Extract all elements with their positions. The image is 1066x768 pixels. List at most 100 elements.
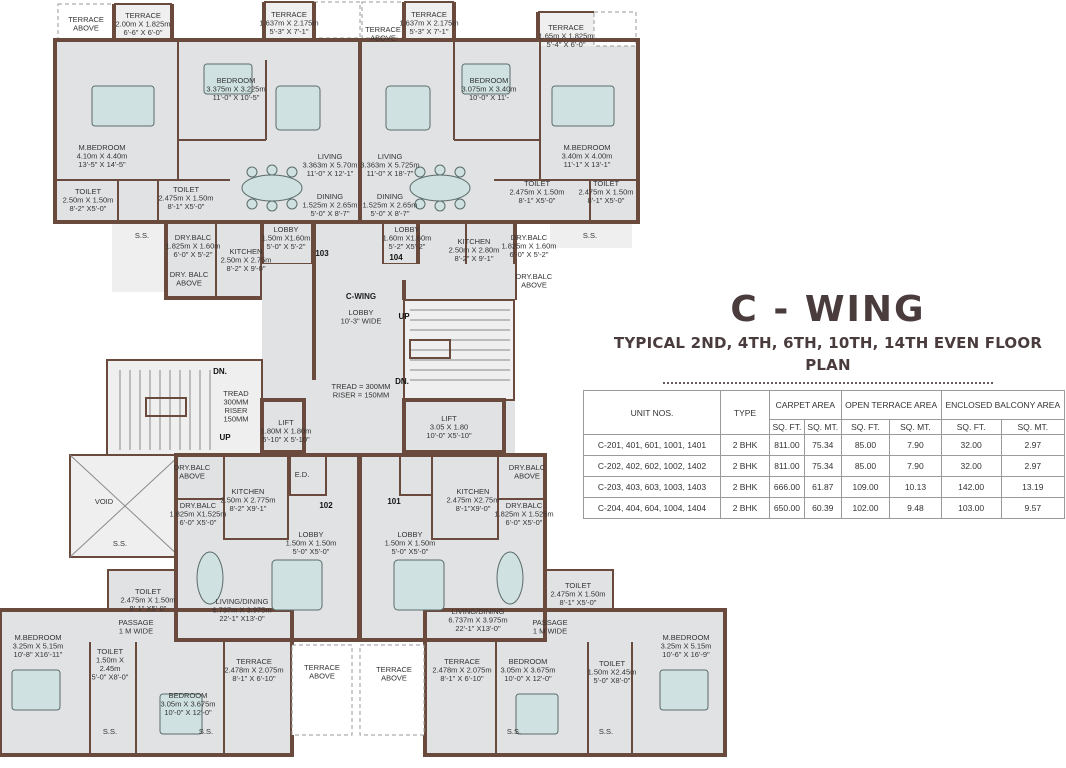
cell-type: 2 BHK	[720, 497, 770, 519]
unit-lower-left	[0, 453, 361, 757]
cell-carpet-ft: 650.00	[769, 497, 805, 519]
room-label: S.S.	[199, 727, 213, 736]
unit-upper-left	[53, 1, 362, 300]
cell-terrace-mt: 10.13	[889, 476, 942, 498]
room-label: S.S.	[599, 727, 613, 736]
subheader-sqmt: SQ. MT.	[803, 419, 842, 435]
cell-terrace-mt: 7.90	[889, 434, 942, 456]
cell-units: C-202, 402, 602, 1002, 1402	[583, 455, 721, 477]
cell-carpet-mt: 75.34	[803, 434, 842, 456]
subheader-sqft: SQ. FT.	[940, 419, 1002, 435]
cell-terrace-ft: 85.00	[840, 434, 891, 456]
room-label: S.S.	[507, 727, 521, 736]
title-block: C - WING TYPICAL 2ND, 4TH, 6TH, 10TH, 14…	[590, 288, 1066, 384]
room-label: UP	[219, 433, 231, 442]
cell-balcony-mt: 13.19	[1000, 476, 1066, 498]
room-label: S.S.	[135, 231, 149, 240]
room-label: E.D.	[295, 470, 310, 479]
cell-carpet-ft: 811.00	[769, 434, 805, 456]
room-label: 104	[389, 253, 403, 262]
cell-terrace-ft: 109.00	[840, 476, 891, 498]
dotted-underline	[663, 382, 993, 384]
header-unit-nos: UNIT NOS.	[583, 390, 721, 435]
cell-type: 2 BHK	[720, 455, 770, 477]
room-label: DN.	[213, 367, 227, 376]
cell-type: 2 BHK	[720, 476, 770, 498]
cell-balcony-ft: 142.00	[940, 476, 1002, 498]
cell-carpet-ft: 811.00	[769, 455, 805, 477]
cell-units: C-204, 404, 604, 1004, 1404	[583, 497, 721, 519]
cell-balcony-mt: 9.57	[1000, 497, 1066, 519]
subheader-sqft: SQ. FT.	[840, 419, 891, 435]
cell-units: C-203, 403, 603, 1003, 1403	[583, 476, 721, 498]
room-label: S.S.	[103, 727, 117, 736]
cell-balcony-ft: 103.00	[940, 497, 1002, 519]
cell-type: 2 BHK	[720, 434, 770, 456]
cell-carpet-mt: 75.34	[803, 455, 842, 477]
cell-terrace-mt: 9.48	[889, 497, 942, 519]
unit-upper-right	[358, 1, 640, 300]
room-label: DN.	[395, 377, 409, 386]
cell-balcony-ft: 32.00	[940, 434, 1002, 456]
cell-carpet-mt: 61.87	[803, 476, 842, 498]
room-label: 103	[315, 249, 329, 258]
room-label: S.S.	[113, 539, 127, 548]
room-label: 101	[387, 497, 401, 506]
cell-terrace-ft: 102.00	[840, 497, 891, 519]
